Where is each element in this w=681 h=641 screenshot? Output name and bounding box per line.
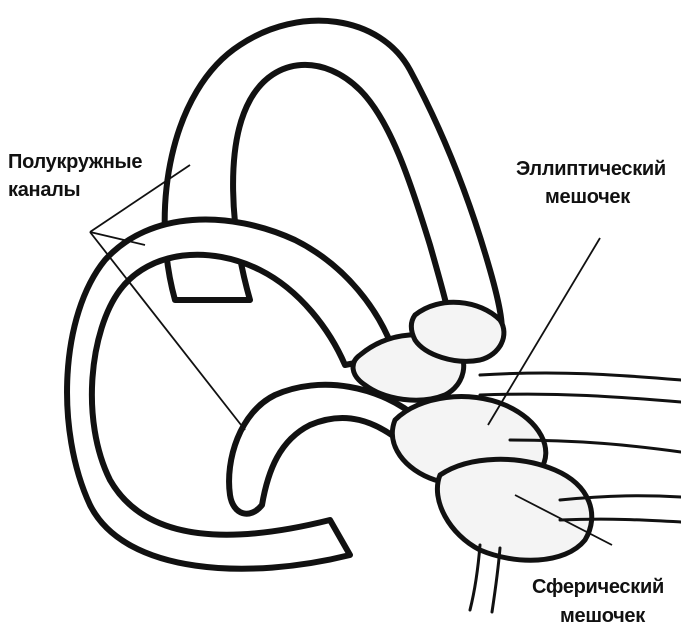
horizontal-semicircular-canal bbox=[229, 385, 420, 514]
label-utricle-line2: мешочек bbox=[545, 185, 630, 209]
label-saccule-line2: мешочек bbox=[560, 604, 645, 628]
label-semicircular-canals-line2: каналы bbox=[8, 178, 80, 202]
label-utricle-line1: Эллиптический bbox=[516, 157, 666, 181]
label-saccule-line1: Сферический bbox=[532, 575, 664, 599]
label-semicircular-canals-line1: Полукружные bbox=[8, 150, 142, 174]
